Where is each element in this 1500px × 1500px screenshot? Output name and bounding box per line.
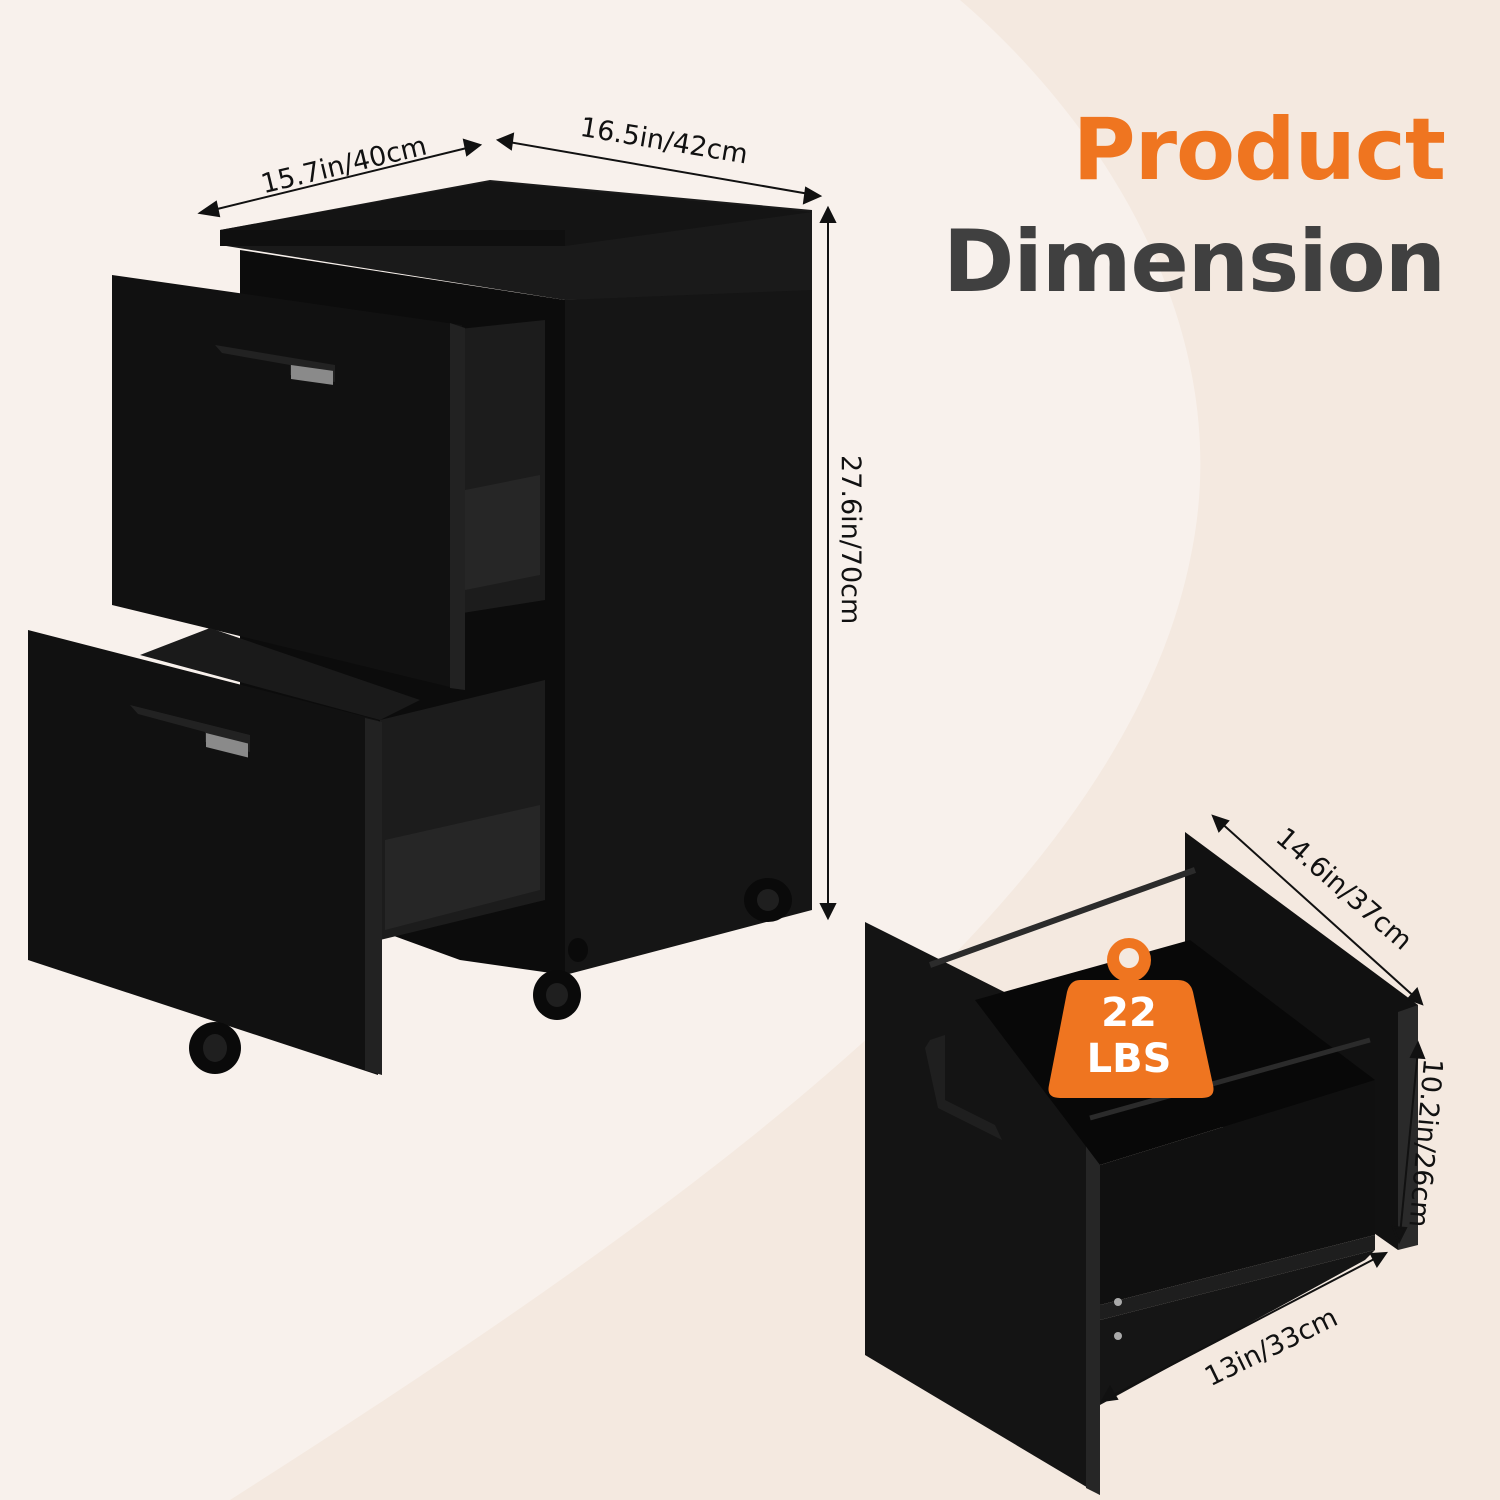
dimension-lines <box>197 132 837 921</box>
title-product: Product <box>1072 100 1446 200</box>
title-dimension: Dimension <box>942 212 1446 312</box>
weight-badge-unit: LBS <box>1086 1036 1172 1082</box>
weight-badge-icon <box>1048 938 1214 1098</box>
wheel <box>189 878 792 1074</box>
weight-badge-value: 22 <box>1101 990 1157 1036</box>
cabinet-height-label: 27.6in/70cm <box>835 455 866 625</box>
drawer-handle <box>925 1035 1002 1140</box>
